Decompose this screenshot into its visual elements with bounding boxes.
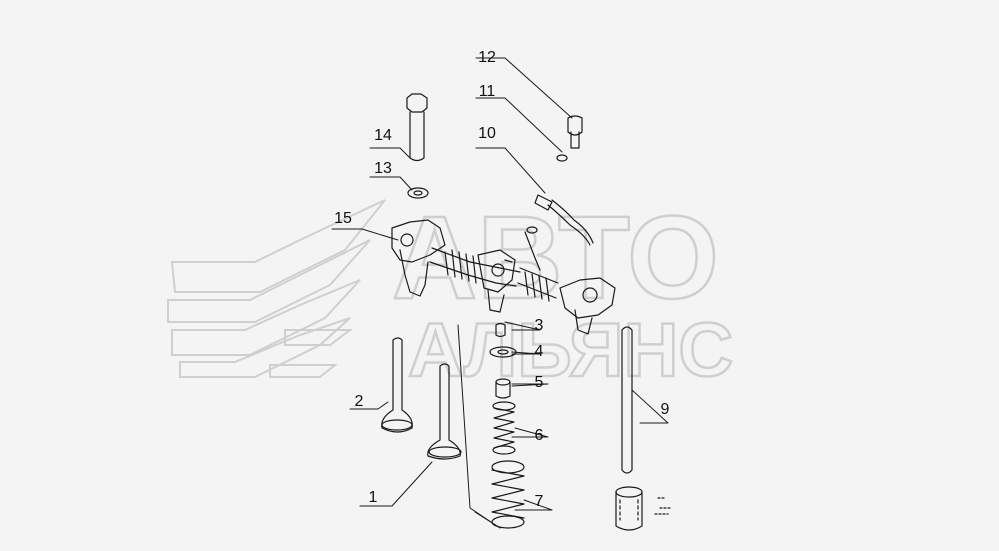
callout-2: 2	[354, 393, 364, 410]
callout-11: 11	[478, 83, 496, 100]
watermark-line2: АЛЬЯНС	[408, 308, 733, 393]
leader-lines	[331, 57, 669, 529]
oil-tube-part	[526, 194, 594, 246]
callout-14: 14	[374, 127, 392, 144]
callout-10: 10	[478, 125, 496, 142]
ring-part	[556, 154, 568, 162]
intake-valve-part	[427, 363, 462, 460]
callout-3: 3	[534, 317, 544, 334]
callout-15: 15	[334, 210, 352, 227]
push-rod-part	[621, 326, 633, 474]
watermark-logo	[167, 199, 386, 378]
bolt-part	[406, 93, 428, 162]
callout-13: 13	[374, 160, 392, 177]
washer-part	[407, 187, 429, 199]
callout-4: 4	[534, 343, 544, 360]
callout-1: 1	[368, 489, 378, 506]
tappet-part	[615, 486, 671, 531]
callout-12: 12	[478, 49, 496, 66]
exhaust-valve-part	[381, 337, 413, 433]
oil-seal-part	[495, 378, 511, 399]
inner-spring-part	[492, 401, 516, 455]
callout-7: 7	[534, 493, 544, 510]
adjust-screw-part	[567, 115, 583, 149]
rocker-arm-assembly	[391, 219, 616, 335]
callout-5: 5	[534, 374, 544, 391]
callout-9: 9	[660, 401, 670, 418]
valve-lock-part	[495, 322, 506, 338]
callout-6: 6	[534, 427, 544, 444]
watermark-text: АВТО АЛЬЯНС	[391, 191, 735, 395]
outer-spring-part	[491, 460, 525, 529]
